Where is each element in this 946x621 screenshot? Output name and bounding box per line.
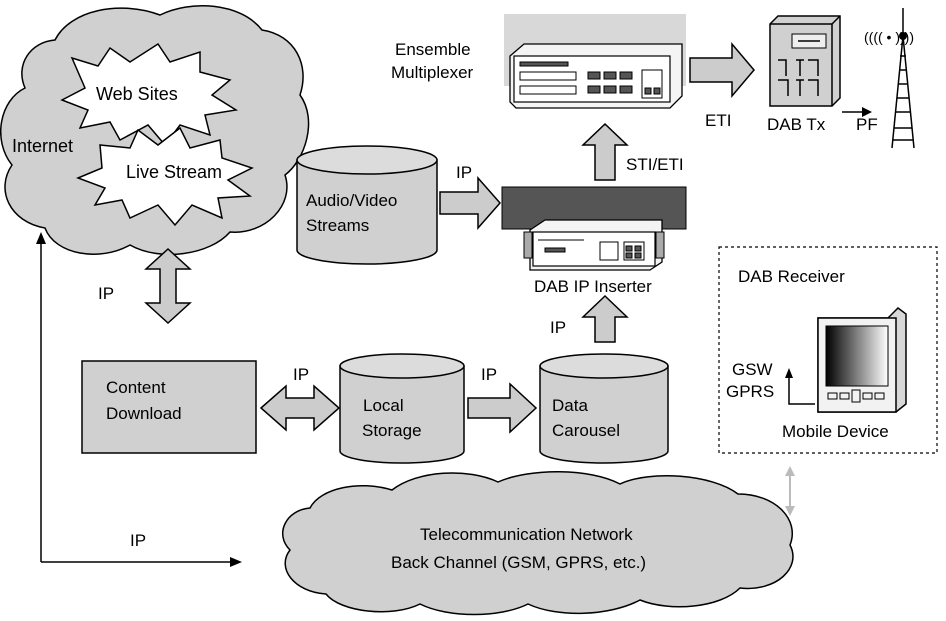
mobile-device-icon bbox=[817, 307, 907, 413]
telecom-network-cloud: Telecommunication Network Back Channel (… bbox=[281, 471, 794, 616]
gsw-label: GSW bbox=[732, 360, 773, 379]
internet-content-double-arrow bbox=[144, 247, 192, 325]
sti-eti-arrow bbox=[581, 122, 629, 181]
receiver-telecom-link bbox=[785, 466, 795, 516]
telecom-label-1: Telecommunication Network bbox=[420, 525, 633, 544]
internet-cloud: Internet Web Sites Live Stream bbox=[0, 5, 310, 256]
sti-eti-label: STI/ETI bbox=[626, 155, 684, 174]
av-label-1: Audio/Video bbox=[306, 191, 397, 210]
ip-av-label: IP bbox=[456, 163, 472, 182]
ip-inserter-icon bbox=[501, 186, 687, 271]
carousel-label-1: Data bbox=[552, 396, 588, 415]
carousel-label-2: Carousel bbox=[552, 421, 620, 440]
antenna-tower-icon: (((( • )))) bbox=[864, 8, 915, 149]
live-stream-label: Live Stream bbox=[126, 162, 222, 182]
ip-inserter-label: DAB IP Inserter bbox=[534, 277, 652, 296]
ip-content-label: IP bbox=[293, 365, 309, 384]
gprs-label: GPRS bbox=[726, 382, 774, 401]
eti-arrow bbox=[689, 41, 755, 99]
dab-receiver-box bbox=[718, 246, 938, 454]
gsw-gprs-arrowhead bbox=[785, 368, 793, 378]
live-stream-burst bbox=[75, 126, 254, 227]
tx-to-tower-arrowhead bbox=[862, 107, 872, 117]
av-to-inserter-arrow bbox=[439, 176, 501, 230]
back-channel-right-arrowhead bbox=[230, 557, 242, 567]
antenna-waves: (((( • )))) bbox=[864, 29, 914, 45]
carousel-to-inserter-arrow bbox=[581, 294, 629, 343]
gsw-gprs-connector bbox=[788, 372, 815, 405]
dab-tx-label: DAB Tx bbox=[767, 115, 826, 134]
audio-video-streams-cylinder: Audio/Video Streams bbox=[296, 145, 438, 265]
ensemble-label-1: Ensemble bbox=[395, 40, 471, 59]
content-label-1: Content bbox=[106, 378, 166, 397]
storage-label-1: Local bbox=[363, 396, 404, 415]
eti-label: ETI bbox=[705, 111, 731, 130]
content-label-2: Download bbox=[106, 404, 182, 423]
web-sites-label: Web Sites bbox=[96, 84, 178, 104]
dab-receiver-label: DAB Receiver bbox=[738, 267, 845, 286]
mobile-device-label: Mobile Device bbox=[782, 422, 889, 441]
web-sites-burst bbox=[60, 42, 239, 147]
storage-label-2: Storage bbox=[362, 421, 422, 440]
content-download-box bbox=[81, 360, 257, 454]
content-storage-double-arrow bbox=[259, 384, 341, 432]
storage-to-carousel-arrow bbox=[467, 382, 538, 434]
data-carousel-cylinder: Data Carousel bbox=[539, 353, 669, 464]
ip-carousel-up-label: IP bbox=[550, 318, 566, 337]
ip-bottom-label: IP bbox=[130, 531, 146, 550]
local-storage-cylinder: Local Storage bbox=[339, 353, 465, 464]
dab-transmitter-icon bbox=[769, 15, 841, 107]
ensemble-label-2: Multiplexer bbox=[391, 63, 474, 82]
ensemble-multiplexer-icon bbox=[504, 14, 686, 109]
av-label-2: Streams bbox=[306, 216, 369, 235]
ip-storage-label: IP bbox=[481, 365, 497, 384]
ip-internet-label: IP bbox=[98, 284, 114, 303]
internet-label: Internet bbox=[12, 136, 73, 156]
telecom-label-2: Back Channel (GSM, GPRS, etc.) bbox=[391, 553, 646, 572]
pf-label: PF bbox=[856, 115, 878, 134]
back-channel-up-arrowhead bbox=[36, 232, 46, 244]
